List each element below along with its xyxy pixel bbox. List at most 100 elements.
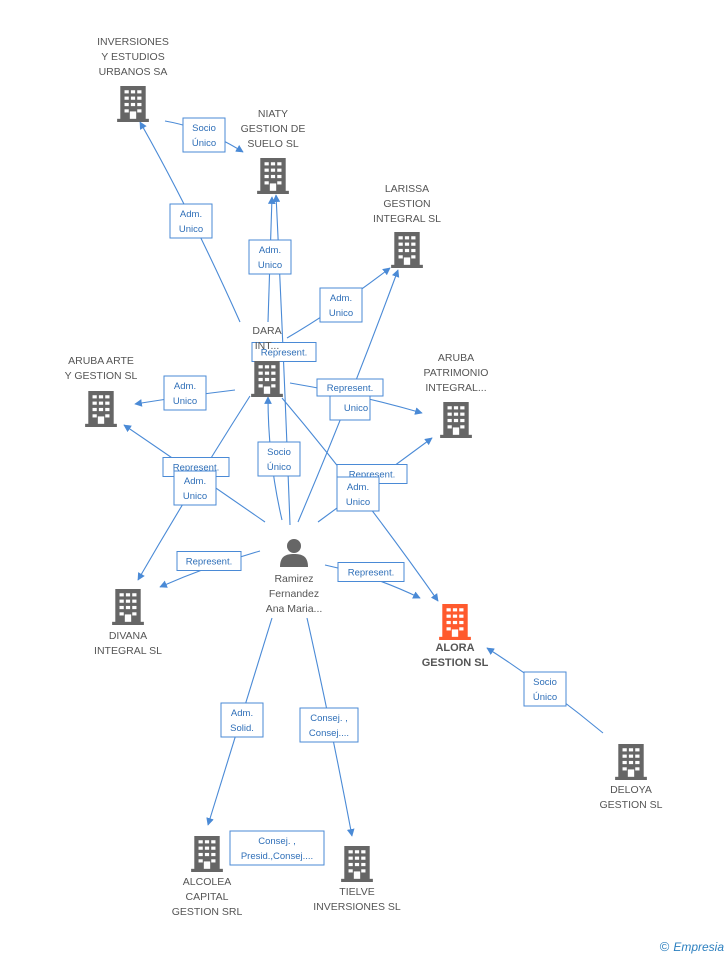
node-label: GESTION SRL	[172, 906, 243, 918]
edge-label-text: Consej. ,	[258, 836, 296, 847]
edge-label[interactable]: Consej. , Presid.,Consej....	[229, 830, 325, 866]
node-label: INTEGRAL SL	[94, 645, 162, 657]
edge-label[interactable]: Adm.Unico	[169, 203, 213, 239]
edge-label[interactable]: Consej. , Consej....	[299, 707, 359, 743]
node-label: URBANOS SA	[99, 66, 168, 78]
node-divana[interactable]: DIVANA INTEGRAL SL	[94, 589, 162, 657]
edge-label[interactable]: Adm. Unico	[173, 470, 217, 506]
node-label: Y GESTION SL	[65, 370, 138, 382]
node-tielve[interactable]: TIELVE INVERSIONES SL	[313, 846, 401, 913]
edge-label-text: Represent.	[327, 383, 373, 394]
node-label: ALORA	[435, 642, 474, 654]
node-label: DARA	[252, 325, 281, 337]
node-label: GESTION	[383, 198, 430, 210]
edge-label[interactable]: Adm. Unico	[319, 287, 363, 323]
edge-label[interactable]: Represent. Unico	[316, 378, 384, 421]
edge-label-text: Represent.	[348, 568, 394, 579]
brand-logo[interactable]: Empresia	[673, 940, 724, 954]
person-icon	[280, 539, 308, 567]
node-label: DIVANA	[109, 630, 147, 642]
building-icon	[341, 846, 373, 882]
edge-label-text: Único	[192, 138, 216, 149]
node-label: GESTION SL	[599, 799, 662, 811]
edge-label[interactable]: Adm. Solid.	[220, 702, 264, 738]
node-label: INVERSIONES SL	[313, 901, 401, 913]
node-label: ARUBA ARTE	[68, 355, 134, 367]
node-label: Fernandez	[269, 588, 319, 600]
edge-label-text: Unico	[183, 491, 207, 502]
edge-label-text: Represent.	[173, 463, 219, 474]
edge-label-text: Unico	[258, 260, 282, 271]
node-aruba-patrimonio[interactable]: ARUBA PATRIMONIO INTEGRAL...	[424, 352, 489, 438]
edge-label[interactable]: Adm.Unico	[163, 375, 207, 411]
building-icon	[391, 232, 423, 268]
edge-label-text: Unico	[346, 497, 370, 508]
edge-label-text: Único	[267, 462, 291, 473]
edge-label[interactable]: Represent.	[337, 562, 405, 582]
node-dara[interactable]: DARA INT...	[251, 325, 283, 397]
node-aruba-arte[interactable]: ARUBA ARTE Y GESTION SL	[65, 355, 138, 427]
node-label: INTEGRAL SL	[373, 213, 441, 225]
building-icon	[257, 158, 289, 194]
edge-label-text: Adm.	[180, 209, 202, 220]
node-label: ARUBA	[438, 352, 474, 364]
edge-label-text: Presid.,Consej....	[241, 851, 313, 862]
edge-label-text: Adm.	[231, 708, 253, 719]
edge-label-text: Consej. ,	[310, 713, 348, 724]
edge-label[interactable]: Represent.	[251, 342, 317, 362]
footer: ©Empresia	[660, 939, 724, 954]
node-label: CAPITAL	[186, 891, 229, 903]
edge-label-text: Represent.	[186, 557, 232, 568]
node-label: NIATY	[258, 108, 288, 120]
edge-label-text: Represent.	[349, 470, 395, 481]
node-alora[interactable]: ALORA GESTION SL	[422, 604, 489, 669]
copyright-icon: ©	[659, 939, 670, 954]
node-label: INVERSIONES	[97, 36, 169, 48]
edge-label-text: Socio	[267, 447, 291, 458]
node-label: ALCOLEA	[183, 876, 231, 888]
building-icon	[251, 361, 283, 397]
node-larissa[interactable]: LARISSA GESTION INTEGRAL SL	[373, 183, 441, 268]
node-label: PATRIMONIO	[424, 367, 489, 379]
node-label: Ana Maria...	[266, 603, 323, 615]
edge-label-text: Unico	[344, 403, 368, 414]
edge-label[interactable]: Adm. Unico	[248, 239, 292, 275]
node-label: TIELVE	[339, 886, 374, 898]
building-icon	[117, 86, 149, 122]
building-icon	[440, 402, 472, 438]
edge-label-text: Adm.	[184, 476, 206, 487]
edge-label-text: Consej....	[309, 728, 349, 739]
building-icon	[85, 391, 117, 427]
edge-labels-layer: SocioÚnicoAdm.UnicoAdm.UnicoAdm.UnicoRep…	[162, 117, 567, 866]
node-alcolea[interactable]: ALCOLEA CAPITAL GESTION SRL	[172, 836, 243, 918]
edge-label-text: Unico	[173, 396, 197, 407]
edge-label-text: Unico	[329, 308, 353, 319]
edge-label-text: Represent.	[261, 348, 307, 359]
node-label: INTEGRAL...	[425, 382, 486, 394]
edge-label-text: Socio	[192, 123, 216, 134]
node-label: Ramirez	[274, 573, 313, 585]
edge-label-text: Socio	[533, 677, 557, 688]
node-label: Y ESTUDIOS	[101, 51, 164, 63]
node-label: LARISSA	[385, 183, 429, 195]
edge-label[interactable]: Represent.	[176, 551, 242, 571]
node-label: GESTION SL	[422, 657, 489, 669]
edge-label-text: Adm.	[347, 482, 369, 493]
building-icon	[191, 836, 223, 872]
node-label: INT...	[255, 340, 280, 352]
building-icon	[615, 744, 647, 780]
edge-label-text: Adm.	[259, 245, 281, 256]
edge-label-text: Adm.	[330, 293, 352, 304]
edge-label-text: Solid.	[230, 723, 254, 734]
node-label: SUELO SL	[247, 138, 299, 150]
building-icon	[439, 604, 471, 640]
node-inversiones[interactable]: INVERSIONES Y ESTUDIOS URBANOS SA	[97, 36, 169, 122]
edge-label[interactable]: Adm. Unico	[336, 476, 380, 512]
